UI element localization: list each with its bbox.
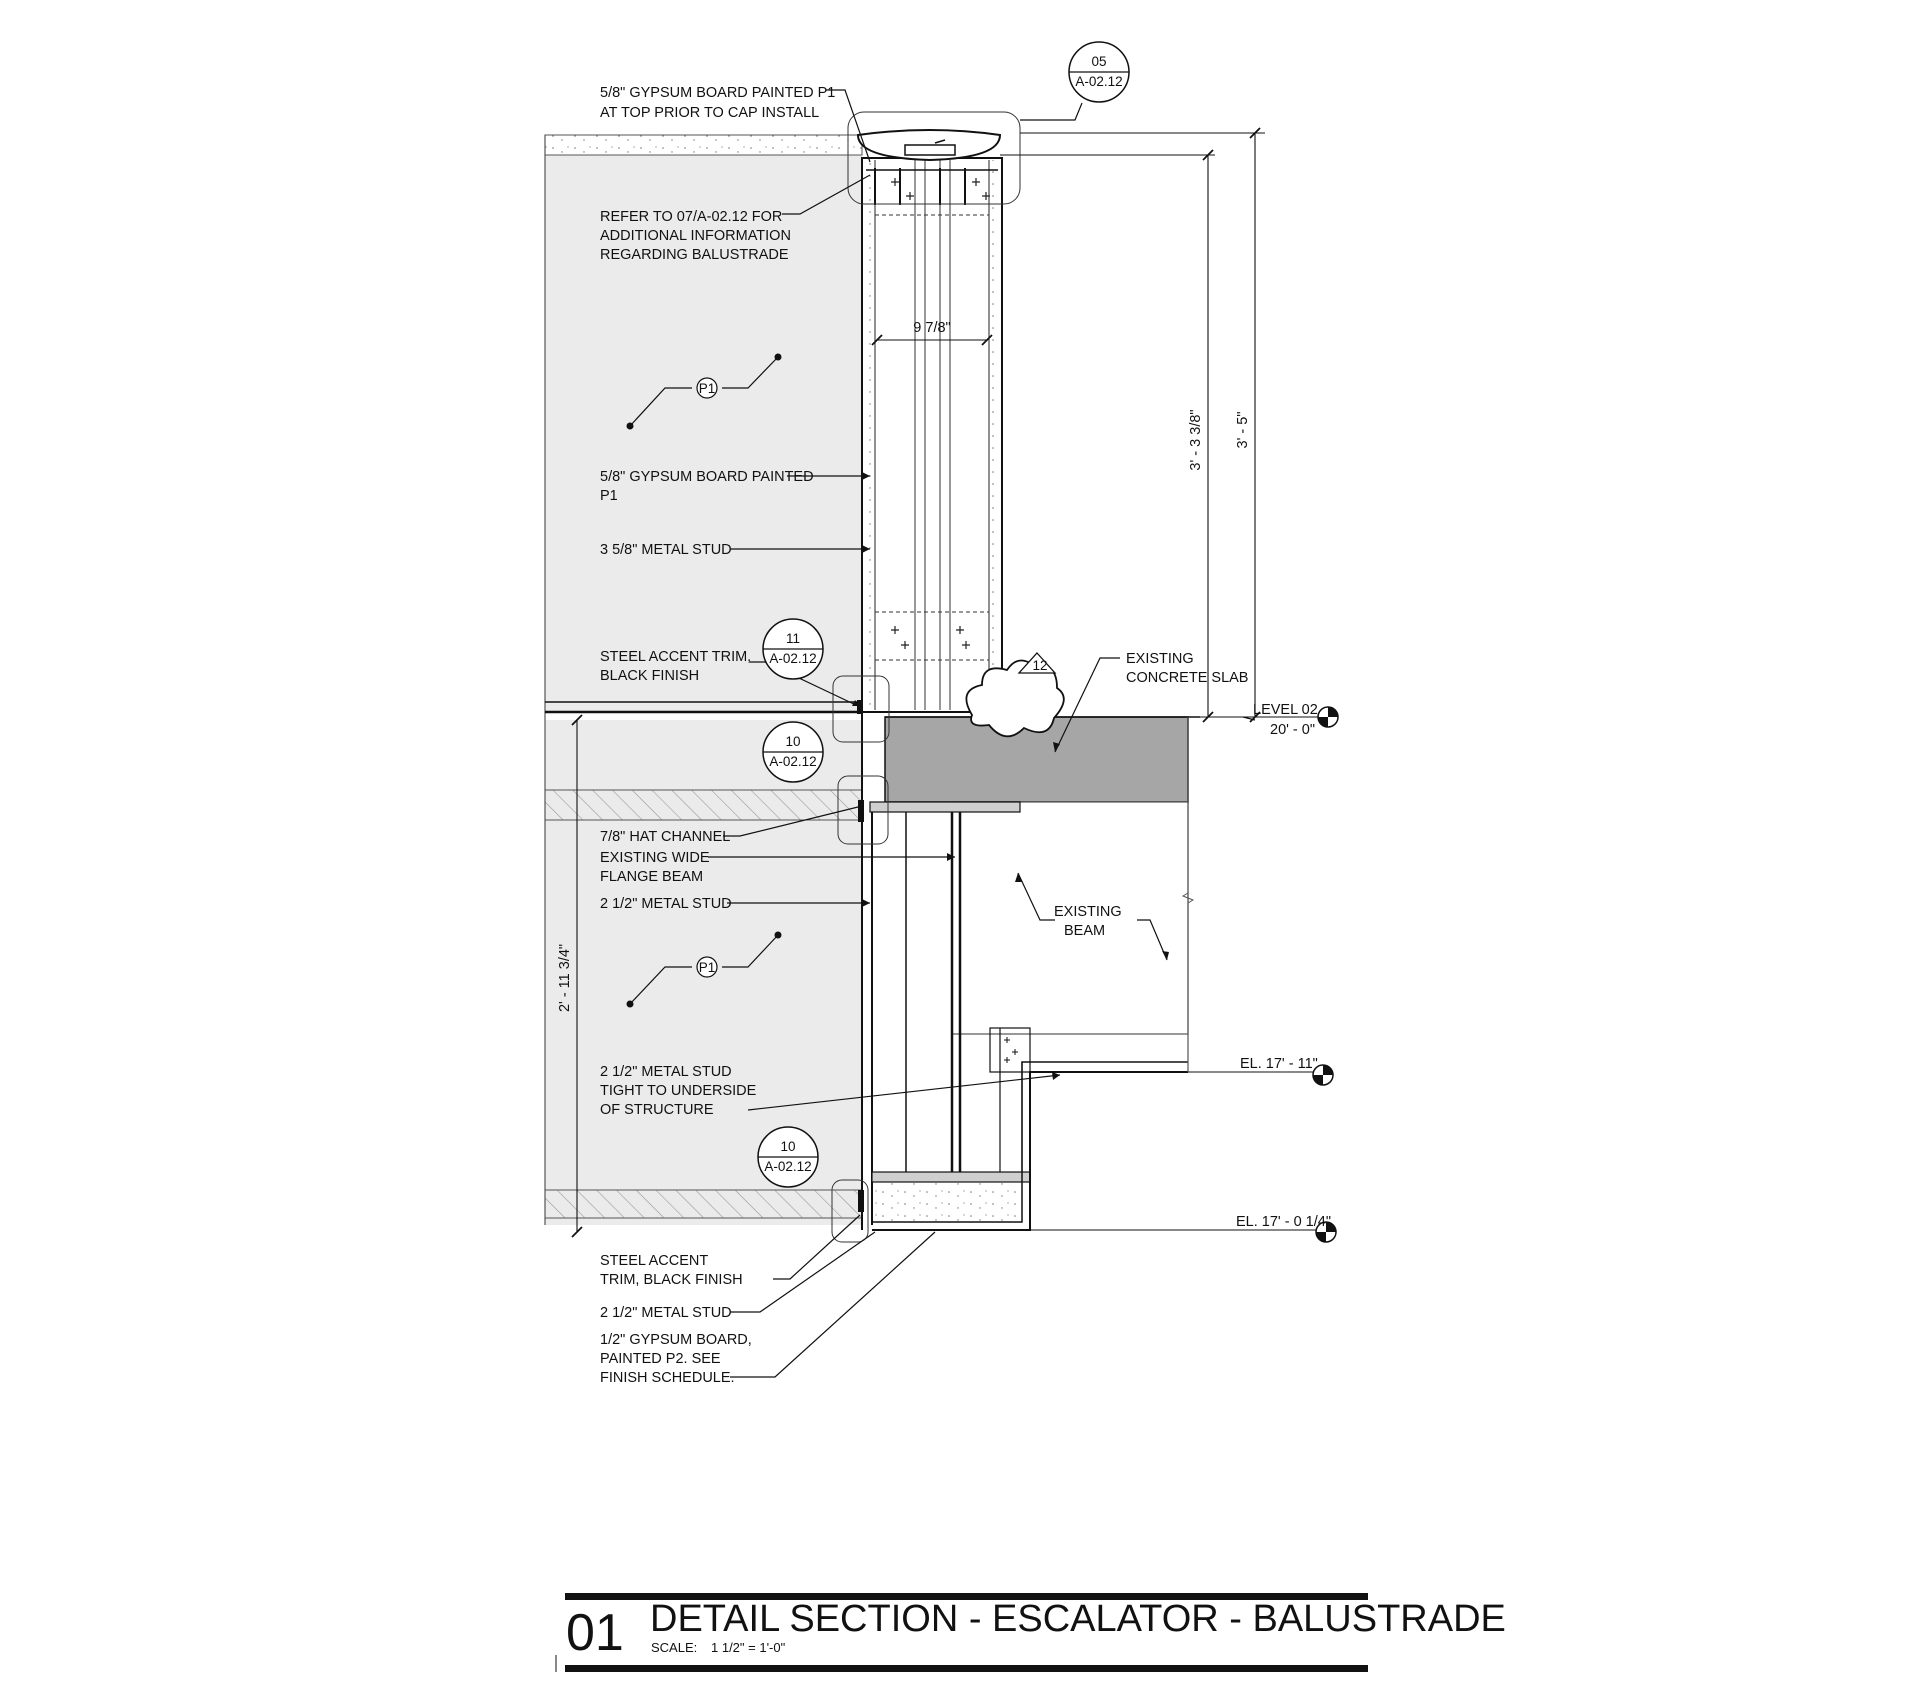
level-02-floor	[545, 701, 862, 714]
svg-text:3 5/8" METAL STUD: 3 5/8" METAL STUD	[600, 542, 732, 558]
svg-text:2 1/2" METAL STUD: 2 1/2" METAL STUD	[600, 1064, 732, 1080]
svg-text:EXISTING: EXISTING	[1054, 904, 1122, 920]
svg-text:CONCRETE SLAB: CONCRETE SLAB	[1126, 670, 1248, 686]
svg-text:1/2" GYPSUM BOARD,: 1/2" GYPSUM BOARD,	[600, 1332, 752, 1348]
detail-bubble-11	[832, 675, 890, 743]
title-block: 01 DETAIL SECTION - ESCALATOR - BALUSTRA…	[555, 1593, 1506, 1672]
svg-text:11: 11	[786, 631, 800, 646]
leaders	[708, 89, 1256, 1378]
detail-bubble-10-lower	[831, 1179, 869, 1243]
svg-text:EXISTING: EXISTING	[1126, 651, 1194, 667]
cap-anchors	[866, 168, 998, 205]
notes: 5/8" GYPSUM BOARD PAINTED P1 AT TOP PRIO…	[600, 85, 1248, 1386]
level-02-marker	[1317, 706, 1339, 728]
svg-text:2 1/2" METAL STUD: 2 1/2" METAL STUD	[600, 896, 732, 912]
svg-text:BEAM: BEAM	[1064, 923, 1105, 939]
p1-callout-lower	[629, 934, 779, 1005]
svg-text:P1: P1	[600, 488, 618, 504]
balustrade-wall	[861, 157, 1003, 713]
leader-arrows	[852, 472, 1169, 1080]
p1-dot-1	[626, 422, 634, 430]
scale-value: 1 1/2" = 1'-0"	[711, 1640, 786, 1655]
svg-text:10: 10	[780, 1139, 795, 1154]
svg-text:STEEL ACCENT: STEEL ACCENT	[600, 1253, 708, 1269]
revision-delta-12: 12	[1017, 652, 1057, 674]
section-tag-10-lower: 10 A-02.12	[757, 1126, 819, 1188]
blocking-crosses	[891, 178, 990, 649]
level-02-name: LEVEL 02	[1253, 702, 1318, 718]
detail-bubble-10-upper	[837, 775, 889, 845]
break-mark	[1181, 892, 1195, 904]
svg-text:A-02.12: A-02.12	[769, 754, 816, 769]
svg-text:BLACK FINISH: BLACK FINISH	[600, 668, 699, 684]
section-tag-10-upper: 10 A-02.12	[762, 721, 824, 783]
p1-dot-3	[626, 1000, 634, 1008]
p1-dot-2	[774, 353, 782, 361]
p1-dot-4	[774, 931, 782, 939]
svg-text:FINISH SCHEDULE.: FINISH SCHEDULE.	[600, 1370, 735, 1386]
detail-bubble-05	[847, 111, 1021, 205]
el-17-0-marker	[1315, 1221, 1337, 1243]
el-17-11: EL. 17' - 11"	[1240, 1056, 1318, 1072]
dim-lower: 2' - 11 3/4"	[557, 944, 573, 1012]
svg-text:TIGHT TO UNDERSIDE: TIGHT TO UNDERSIDE	[600, 1083, 757, 1099]
svg-text:OF STRUCTURE: OF STRUCTURE	[600, 1102, 714, 1118]
steel-accent-trims	[857, 700, 864, 1212]
svg-text:REFER TO 07/A-02.12 FOR: REFER TO 07/A-02.12 FOR	[600, 209, 782, 225]
level-lines	[1030, 716, 1330, 1231]
dim-width: 9 7/8"	[913, 320, 950, 336]
dimension-lines	[571, 127, 1265, 1238]
existing-beam	[951, 801, 1189, 1035]
title-number: 01	[566, 1604, 624, 1662]
svg-text:5/8" GYPSUM BOARD PAINTED: 5/8" GYPSUM BOARD PAINTED	[600, 469, 814, 485]
p1-tag-upper: P1	[699, 381, 716, 396]
svg-text:PAINTED P2. SEE: PAINTED P2. SEE	[600, 1351, 721, 1367]
svg-text:A-02.12: A-02.12	[1075, 74, 1122, 89]
svg-text:ADDITIONAL INFORMATION: ADDITIONAL INFORMATION	[600, 228, 791, 244]
p1-tag-lower: P1	[699, 960, 716, 975]
lower-framing	[871, 1027, 1188, 1231]
svg-text:STEEL ACCENT TRIM,: STEEL ACCENT TRIM,	[600, 649, 751, 665]
dim-height-1: 3' - 3 3/8"	[1188, 409, 1204, 470]
svg-text:A-02.12: A-02.12	[764, 1159, 811, 1174]
svg-text:10: 10	[785, 734, 800, 749]
el-17-0: EL. 17' - 0 1/4"	[1236, 1214, 1331, 1230]
svg-text:2 1/2" METAL STUD: 2 1/2" METAL STUD	[600, 1305, 732, 1321]
svg-text:A-02.12: A-02.12	[769, 651, 816, 666]
level-02-elev: 20' - 0"	[1270, 722, 1315, 738]
svg-text:5/8" GYPSUM BOARD PAINTED P1: 5/8" GYPSUM BOARD PAINTED P1	[600, 85, 835, 101]
svg-text:7/8" HAT CHANNEL: 7/8" HAT CHANNEL	[600, 829, 730, 845]
title-text: DETAIL SECTION - ESCALATOR - BALUSTRADE	[650, 1598, 1506, 1640]
wide-flange-beam	[869, 801, 1031, 1225]
balustrade-cap	[856, 129, 1002, 162]
svg-text:05: 05	[1091, 54, 1106, 69]
svg-text:REGARDING BALUSTRADE: REGARDING BALUSTRADE	[600, 247, 789, 263]
p1-callout-upper	[629, 356, 779, 427]
svg-text:TRIM, BLACK FINISH: TRIM, BLACK FINISH	[600, 1272, 743, 1288]
upper-wall-face	[544, 134, 863, 712]
revision-cloud-12	[965, 659, 1065, 738]
svg-text:AT TOP PRIOR TO CAP INSTALL: AT TOP PRIOR TO CAP INSTALL	[600, 105, 819, 121]
scale-label: SCALE:	[651, 1640, 697, 1655]
el-17-11-marker	[1312, 1064, 1334, 1086]
section-tag-11: 11 A-02.12	[762, 618, 824, 680]
svg-text:EXISTING WIDE: EXISTING WIDE	[600, 850, 710, 866]
section-tag-05: 05 A-02.12	[1068, 41, 1130, 103]
svg-text:FLANGE BEAM: FLANGE BEAM	[600, 869, 703, 885]
svg-text:12: 12	[1032, 658, 1047, 673]
dim-height-2: 3' - 5"	[1235, 412, 1251, 449]
